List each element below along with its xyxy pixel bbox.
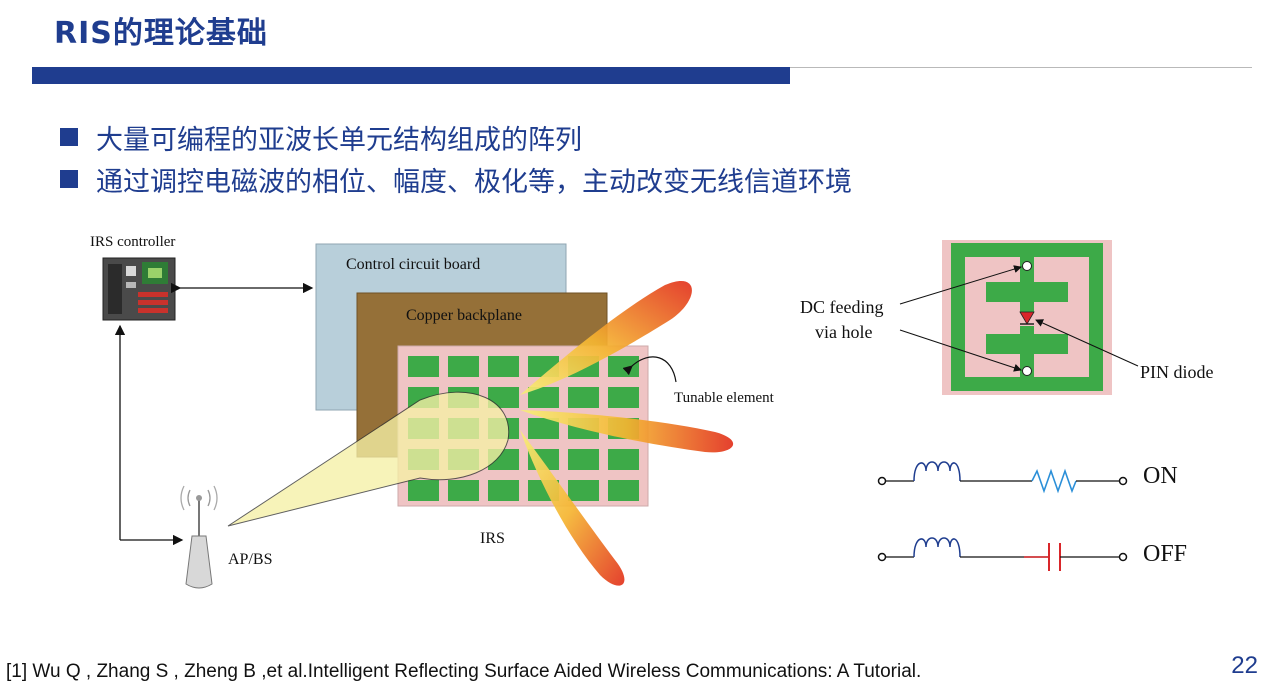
reflected-beam-lower	[520, 430, 625, 586]
tunable-element	[608, 480, 639, 501]
title-underline-bar	[32, 67, 790, 84]
via-hole-bottom	[1022, 366, 1032, 376]
reflected-beam-middle	[520, 410, 734, 453]
tunable-element	[608, 449, 639, 470]
via-hole-label: via hole	[815, 322, 872, 342]
tunable-element	[408, 356, 439, 377]
tunable-element	[568, 480, 599, 501]
slide-title: RIS的理论基础	[54, 16, 268, 51]
pin-diode-icon	[1019, 311, 1035, 325]
dc-feeding-pointer-top	[899, 265, 1022, 305]
inductor-symbol	[913, 461, 961, 482]
incident-beam	[227, 391, 510, 527]
pin-diode-label: PIN diode	[1140, 362, 1214, 382]
bullet-item: 大量可编程的亚波长单元结构组成的阵列	[60, 116, 852, 158]
page-number: 22	[1231, 652, 1258, 679]
copper-backplane-label: Copper backplane	[406, 307, 522, 324]
tunable-element-pointer	[622, 356, 677, 383]
unit-cell-detail	[942, 240, 1112, 395]
ap-bs-label: AP/BS	[228, 551, 272, 568]
bullet-text: 通过调控电磁波的相位、幅度、极化等，主动改变无线信道环境	[96, 166, 852, 198]
resistor-symbol	[1031, 468, 1077, 494]
tunable-element-label: Tunable element	[674, 390, 775, 406]
tunable-element	[608, 356, 639, 377]
tunable-element	[448, 356, 479, 377]
pin-diode-pointer	[1035, 319, 1139, 367]
reference-footnote: [1] Wu Q , Zhang S , Zheng B ,et al.Inte…	[6, 661, 922, 682]
tunable-element	[408, 480, 439, 501]
bullet-square-icon	[60, 170, 78, 188]
off-state-label: OFF	[1143, 541, 1187, 567]
irs-controller-board-icon	[102, 257, 176, 321]
irs-controller-label: IRS controller	[90, 234, 175, 250]
tunable-element	[568, 387, 599, 408]
reflected-beam-upper	[520, 280, 692, 395]
via-hole-top	[1022, 261, 1032, 271]
irs-label: IRS	[480, 530, 505, 547]
tunable-element	[568, 449, 599, 470]
title-underline-rule	[790, 67, 1252, 68]
bullet-square-icon	[60, 128, 78, 146]
ap-bs-antenna-icon	[180, 485, 218, 589]
tunable-element	[488, 480, 519, 501]
on-state-label: ON	[1143, 463, 1178, 489]
tunable-element	[528, 418, 559, 439]
dc-feeding-pointer-bottom	[899, 329, 1022, 372]
control-board-label: Control circuit board	[346, 256, 480, 273]
bullet-text: 大量可编程的亚波长单元结构组成的阵列	[96, 124, 582, 156]
tunable-element	[608, 387, 639, 408]
tunable-element	[528, 387, 559, 408]
off-state-circuit	[877, 537, 1128, 571]
dc-feeding-label: DC feeding	[800, 297, 883, 317]
inductor-symbol	[913, 537, 961, 558]
on-state-circuit	[877, 461, 1128, 494]
bullet-list: 大量可编程的亚波长单元结构组成的阵列 通过调控电磁波的相位、幅度、极化等，主动改…	[60, 116, 852, 200]
tunable-element	[488, 356, 519, 377]
bullet-item: 通过调控电磁波的相位、幅度、极化等，主动改变无线信道环境	[60, 158, 852, 200]
tunable-element	[448, 480, 479, 501]
tunable-element	[488, 387, 519, 408]
